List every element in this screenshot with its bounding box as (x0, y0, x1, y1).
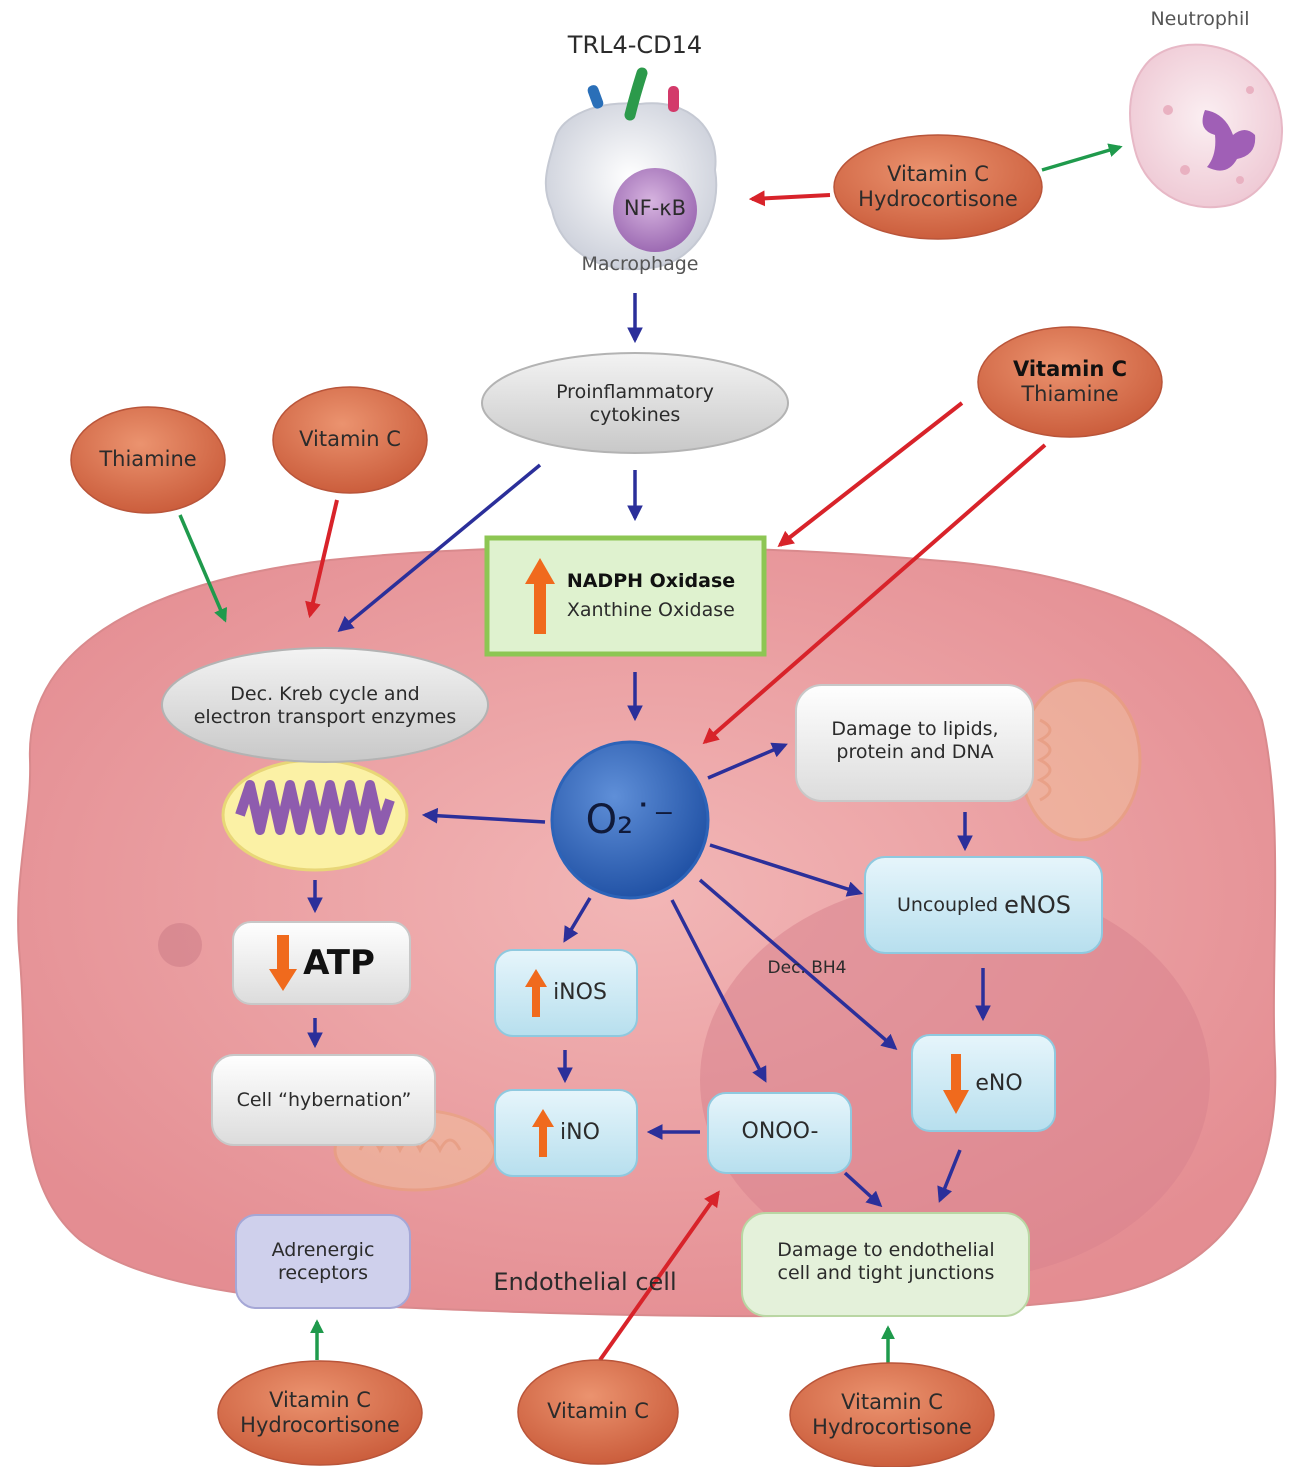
stimulate-arrows (178, 143, 1123, 1368)
inos-node (494, 949, 638, 1037)
oxidase-node (484, 535, 767, 657)
treatment-top-right (833, 134, 1043, 240)
arrow-cytokines-kreb (337, 463, 542, 633)
arrow-superoxide-eno (698, 878, 898, 1051)
flow-arrows (307, 293, 991, 1208)
onoo-node (707, 1092, 852, 1174)
arrow-onoo-damage (843, 1171, 883, 1208)
atp-node (232, 921, 411, 1005)
adrenergic-node (235, 1214, 411, 1309)
cytokines-node (481, 352, 789, 454)
hybernation-node (211, 1054, 436, 1146)
damage-endothelial-node (741, 1212, 1030, 1317)
macrophage-cell (544, 102, 718, 271)
arrow-superoxide-uncoupled (709, 843, 864, 897)
arrow-superoxide-damage (707, 742, 788, 780)
kreb-node (161, 647, 489, 763)
ino-node (494, 1089, 638, 1177)
treatment-bottom-right (789, 1362, 995, 1467)
treatment-bottom-mid (517, 1359, 679, 1465)
arrow-superoxide-onoo (670, 899, 767, 1083)
arrow-eno-damage (937, 1149, 962, 1203)
mitochondrion (221, 758, 409, 872)
treatment-bottom-left (217, 1360, 423, 1466)
arrow-vitc-hc-neutrophil (1041, 143, 1123, 172)
arrow-vitc-hc-macrophage (748, 190, 831, 207)
arrow-vitc-kreb (305, 499, 339, 619)
mitochondrion-faint-right (1018, 678, 1142, 842)
vesicle (158, 923, 202, 967)
neutrophil-cell (1129, 43, 1284, 209)
damage-lipids-node (795, 684, 1034, 802)
arrow-vitc-thiamine-superoxide (702, 443, 1047, 745)
arrow-thiamine-kreb (178, 514, 228, 623)
treatment-vitc-thiamine (977, 326, 1163, 438)
arrow-vitc-thiamine-oxidase (777, 401, 964, 547)
receptor-icons (587, 67, 679, 121)
arrow-vitc-onoo (598, 1190, 720, 1362)
eno-node (911, 1034, 1056, 1132)
superoxide-node (550, 740, 710, 900)
treatment-thiamine (70, 406, 226, 514)
inhibit-arrows (305, 190, 1047, 1362)
treatment-vitamin-c-left (272, 386, 428, 494)
arrow-superoxide-mito (421, 807, 546, 824)
arrow-superoxide-inos (563, 897, 592, 943)
treatment-ellipses (70, 134, 1163, 1467)
uncoupled-enos-node (864, 856, 1103, 954)
